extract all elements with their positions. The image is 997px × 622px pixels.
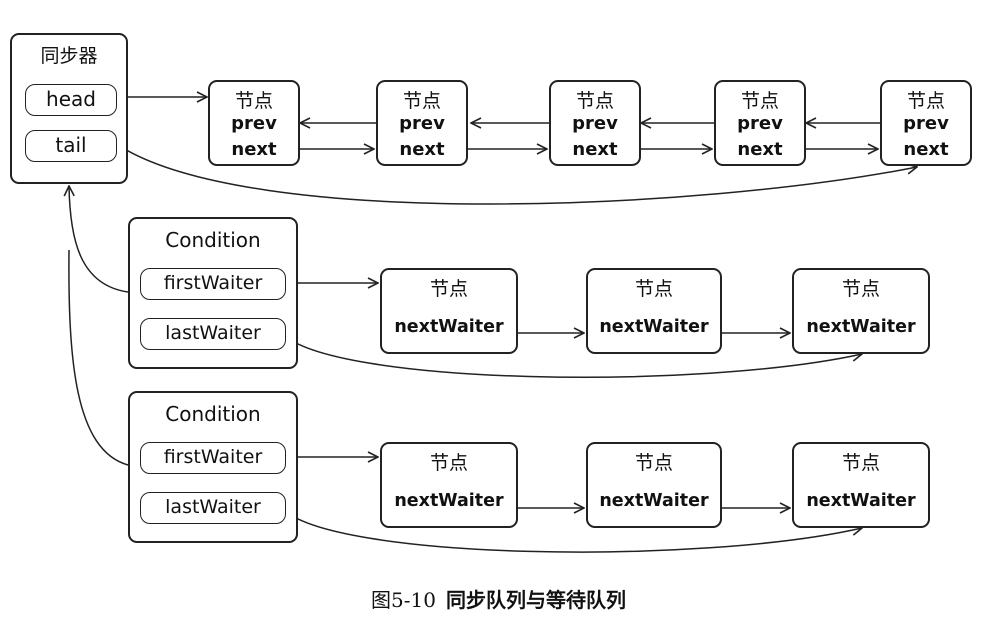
wait-node: 节点 nextWaiter (380, 268, 518, 354)
sync-node: 节点 prev next (714, 80, 806, 166)
wait-node: 节点 nextWaiter (792, 442, 930, 528)
wait-node: 节点 nextWaiter (380, 442, 518, 528)
first-waiter-field: firstWaiter (140, 442, 286, 474)
last-waiter-field: lastWaiter (140, 318, 286, 350)
node-next-waiter: nextWaiter (806, 317, 916, 337)
node-title: 节点 (575, 90, 614, 112)
wait-node: 节点 nextWaiter (586, 268, 722, 354)
node-title: 节点 (429, 452, 468, 474)
condition-title: Condition (165, 402, 261, 426)
sync-node: 节点 prev next (208, 80, 300, 166)
node-title: 节点 (841, 278, 880, 300)
node-prev: prev (737, 113, 783, 134)
condition-title: Condition (165, 228, 261, 252)
node-next-waiter: nextWaiter (394, 317, 504, 337)
node-prev: prev (399, 113, 445, 134)
node-title: 节点 (740, 90, 779, 112)
node-next-waiter: nextWaiter (394, 491, 504, 511)
synchronizer-title: 同步器 (40, 45, 98, 67)
node-title: 节点 (402, 90, 441, 112)
node-title: 节点 (634, 278, 673, 300)
tail-arrow (117, 144, 917, 205)
wait-node: 节点 nextWaiter (792, 268, 930, 354)
node-prev: prev (903, 113, 949, 134)
node-prev: prev (231, 113, 277, 134)
figure-caption: 图5-10 同步队列与等待队列 (0, 584, 997, 613)
node-next: next (903, 139, 949, 160)
c1-last-arrow (281, 332, 862, 378)
node-next: next (572, 139, 618, 160)
node-next-waiter: nextWaiter (806, 491, 916, 511)
sync-node: 节点 prev next (549, 80, 641, 166)
node-next: next (399, 139, 445, 160)
condition-box: Condition firstWaiter lastWaiter (128, 217, 298, 369)
condition2-owner-arrow (68, 249, 129, 466)
node-prev: prev (572, 113, 618, 134)
node-next: next (737, 139, 783, 160)
head-field: head (25, 84, 117, 116)
figure-title: 同步队列与等待队列 (445, 588, 626, 612)
node-title: 节点 (234, 90, 273, 112)
condition1-owner-arrow (69, 186, 129, 293)
sync-node: 节点 prev next (376, 80, 468, 166)
last-waiter-field: lastWaiter (140, 492, 286, 524)
figure-number: 图5-10 (371, 588, 436, 612)
condition-box: Condition firstWaiter lastWaiter (128, 391, 298, 543)
wait-node: 节点 nextWaiter (586, 442, 722, 528)
node-next-waiter: nextWaiter (599, 491, 709, 511)
synchronizer-box: 同步器 head tail (10, 33, 128, 184)
tail-field: tail (25, 130, 117, 162)
node-title: 节点 (634, 452, 673, 474)
node-next-waiter: nextWaiter (599, 317, 709, 337)
c2-last-arrow (281, 507, 862, 553)
node-title: 节点 (841, 452, 880, 474)
node-title: 节点 (429, 278, 468, 300)
node-next: next (231, 139, 277, 160)
sync-node: 节点 prev next (880, 80, 972, 166)
node-title: 节点 (906, 90, 945, 112)
first-waiter-field: firstWaiter (140, 268, 286, 300)
